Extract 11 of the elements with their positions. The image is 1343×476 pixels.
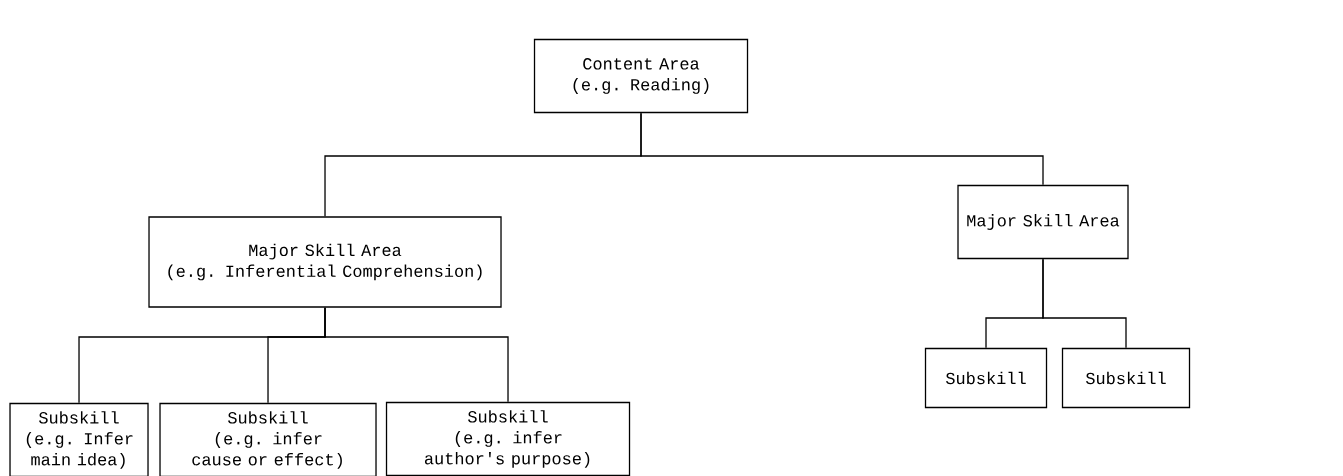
content-area-box: Content Area (e.g. Reading): [533, 38, 749, 114]
subskill-box: Subskill: [1061, 347, 1191, 409]
subskill-box: Subskill (e.g. Infer main idea): [9, 402, 149, 476]
subskill-box: Subskill: [924, 347, 1048, 409]
skill-area-box: Major Skill Area: [957, 184, 1129, 260]
subskill-box: Subskill (e.g. infer author's purpose): [385, 401, 631, 476]
connector-line: [324, 307, 509, 403]
connector-line: [1042, 258, 1127, 349]
skill-area-box: Major Skill Area (e.g. Inferential Comprehension): [148, 216, 502, 308]
subskill-box: Subskill (e.g. infer cause or effect): [159, 402, 377, 476]
connector-line: [640, 112, 1044, 186]
